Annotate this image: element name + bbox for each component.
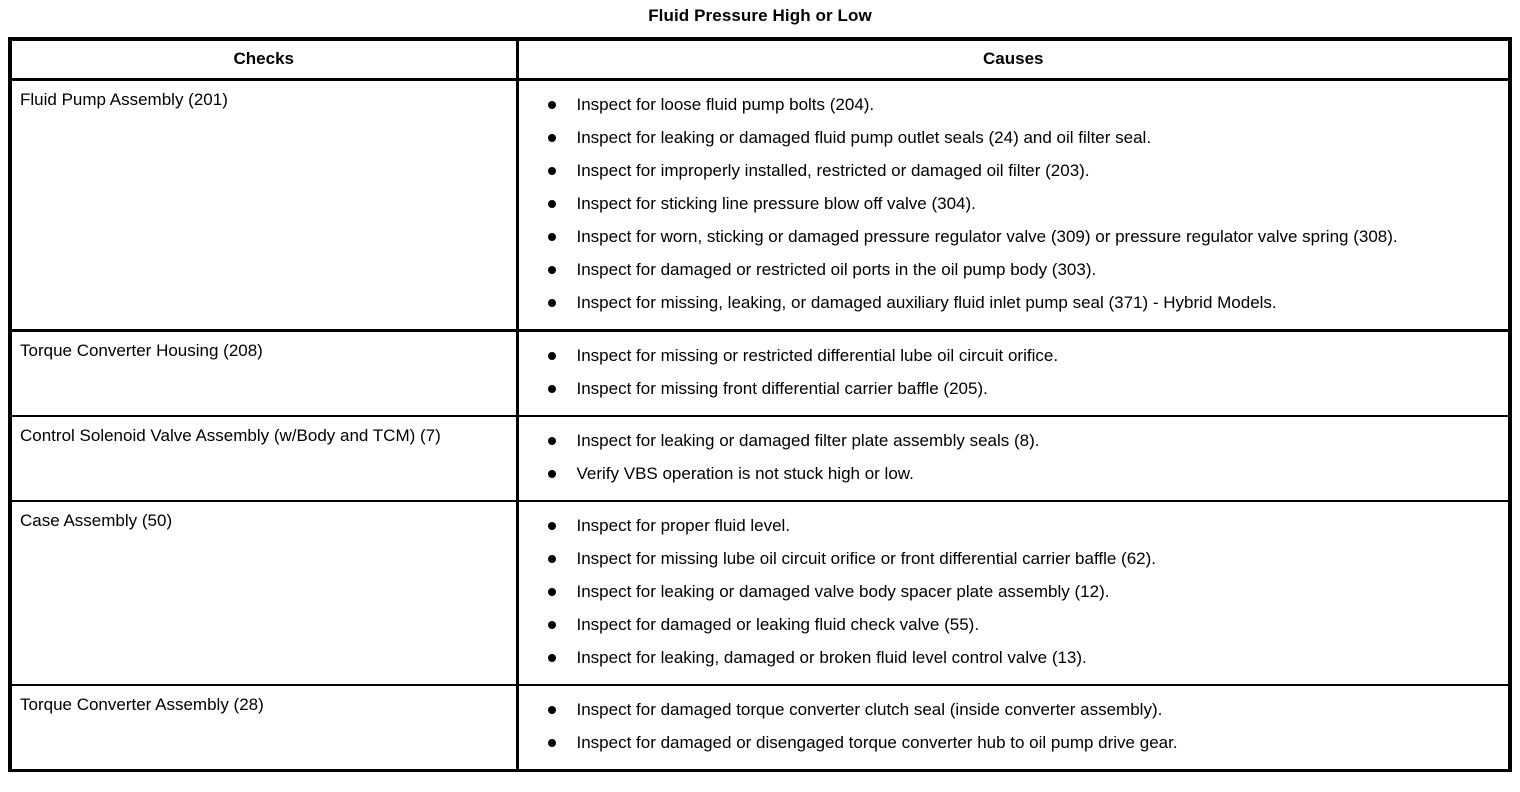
bullet-icon — [547, 706, 556, 714]
cause-list-item: Inspect for damaged or restricted oil po… — [519, 253, 1499, 286]
bullet-icon — [547, 352, 556, 360]
bullet-icon — [547, 555, 556, 563]
cause-text: Inspect for leaking or damaged filter pl… — [576, 431, 1040, 450]
diagnostic-table-container: Checks Causes Fluid Pump Assembly (201) I… — [8, 37, 1512, 772]
table-row: Fluid Pump Assembly (201) Inspect for loo… — [12, 79, 1508, 332]
cause-list-item: Inspect for worn, sticking or damaged pr… — [519, 220, 1499, 253]
cause-text: Inspect for loose fluid pump bolts (204)… — [576, 95, 875, 114]
cause-list-item: Inspect for damaged torque converter clu… — [519, 693, 1499, 726]
cause-text: Inspect for missing, leaking, or damaged… — [576, 293, 1277, 312]
cause-cell: Inspect for missing or restricted differ… — [517, 330, 1508, 417]
cause-list-item: Inspect for damaged or leaking fluid che… — [519, 608, 1499, 641]
cause-list-item: Inspect for missing or restricted differ… — [519, 339, 1499, 372]
cause-list-item: Inspect for leaking or damaged valve bod… — [519, 575, 1499, 608]
cause-text: Inspect for missing or restricted differ… — [576, 346, 1059, 365]
cause-list-item: Inspect for missing, leaking, or damaged… — [519, 286, 1499, 319]
table-header: Checks Causes — [12, 41, 1508, 81]
cause-text: Inspect for leaking, damaged or broken f… — [576, 648, 1087, 667]
cause-cell: Inspect for loose fluid pump bolts (204)… — [517, 79, 1508, 332]
cause-text: Inspect for damaged torque converter clu… — [576, 700, 1163, 719]
bullet-icon — [547, 101, 556, 109]
cause-list-item: Inspect for sticking line pressure blow … — [519, 187, 1499, 220]
cause-list-item: Inspect for loose fluid pump bolts (204)… — [519, 88, 1499, 121]
bullet-icon — [547, 470, 556, 478]
bullet-icon — [547, 437, 556, 445]
table-row: Control Solenoid Valve Assembly (w/Body … — [12, 416, 1508, 502]
cause-list-item: Inspect for improperly installed, restri… — [519, 154, 1499, 187]
cause-cell: Inspect for leaking or damaged filter pl… — [517, 416, 1508, 502]
cause-list-item: Inspect for leaking or damaged fluid pum… — [519, 121, 1499, 154]
cause-list: Inspect for damaged torque converter clu… — [519, 693, 1499, 759]
cause-text: Inspect for leaking or damaged valve bod… — [576, 582, 1110, 601]
bullet-icon — [547, 588, 556, 596]
cause-list-item: Inspect for missing lube oil circuit ori… — [519, 542, 1499, 575]
check-cell: Control Solenoid Valve Assembly (w/Body … — [12, 416, 519, 502]
cause-list-item: Inspect for proper fluid level. — [519, 509, 1499, 542]
column-header-checks: Checks — [12, 41, 519, 81]
table-body: Fluid Pump Assembly (201) Inspect for loo… — [12, 79, 1508, 769]
bullet-icon — [547, 385, 556, 393]
table-row: Case Assembly (50)Inspect for proper flu… — [12, 501, 1508, 686]
table-header-row: Checks Causes — [12, 41, 1508, 81]
bullet-icon — [547, 233, 556, 241]
cause-list: Inspect for missing or restricted differ… — [519, 339, 1499, 405]
page-title: Fluid Pressure High or Low — [648, 6, 872, 25]
column-header-causes: Causes — [517, 41, 1508, 81]
bullet-icon — [547, 654, 556, 662]
cause-text: Inspect for sticking line pressure blow … — [576, 194, 976, 213]
check-cell: Torque Converter Assembly (28) — [12, 685, 519, 769]
cause-text: Verify VBS operation is not stuck high o… — [576, 464, 914, 483]
cause-cell: Inspect for damaged torque converter clu… — [517, 685, 1508, 769]
cause-list-item: Inspect for leaking or damaged filter pl… — [519, 424, 1499, 457]
bullet-icon — [547, 739, 556, 747]
check-cell: Fluid Pump Assembly (201) — [12, 79, 519, 332]
bullet-icon — [547, 522, 556, 530]
cause-text: Inspect for damaged or restricted oil po… — [576, 260, 1097, 279]
bullet-icon — [547, 200, 556, 208]
bullet-icon — [547, 167, 556, 175]
cause-text: Inspect for worn, sticking or damaged pr… — [576, 227, 1398, 246]
cause-list-item: Inspect for damaged or disengaged torque… — [519, 726, 1499, 759]
cause-text: Inspect for missing lube oil circuit ori… — [576, 549, 1157, 568]
bullet-icon — [547, 621, 556, 629]
cause-text: Inspect for improperly installed, restri… — [576, 161, 1090, 180]
table-row: Torque Converter Housing (208) Inspect fo… — [12, 330, 1508, 417]
bullet-icon — [547, 299, 556, 307]
diagnostic-table: Checks Causes Fluid Pump Assembly (201) I… — [12, 41, 1508, 769]
check-cell: Torque Converter Housing (208) — [12, 330, 519, 417]
cause-text: Inspect for damaged or disengaged torque… — [576, 733, 1178, 752]
cause-list: Inspect for leaking or damaged filter pl… — [519, 424, 1499, 490]
cause-text: Inspect for missing front differential c… — [576, 379, 988, 398]
cause-list-item: Inspect for missing front differential c… — [519, 372, 1499, 405]
cause-text: Inspect for damaged or leaking fluid che… — [576, 615, 980, 634]
table-row: Torque Converter Assembly (28) Inspect fo… — [12, 685, 1508, 769]
cause-list-item: Verify VBS operation is not stuck high o… — [519, 457, 1499, 490]
cause-text: Inspect for leaking or damaged fluid pum… — [576, 128, 1152, 147]
cause-cell: Inspect for proper fluid level. Inspect f… — [517, 501, 1508, 686]
cause-list: Inspect for proper fluid level. Inspect f… — [519, 509, 1499, 674]
cause-list: Inspect for loose fluid pump bolts (204)… — [519, 88, 1499, 319]
bullet-icon — [547, 134, 556, 142]
cause-text: Inspect for proper fluid level. — [576, 516, 791, 535]
bullet-icon — [547, 266, 556, 274]
cause-list-item: Inspect for leaking, damaged or broken f… — [519, 641, 1499, 674]
check-cell: Case Assembly (50) — [12, 501, 519, 686]
